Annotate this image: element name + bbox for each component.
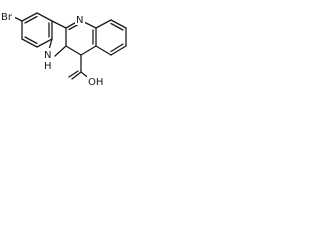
br-bond [13,16,23,22]
atom-label-ring-n: N [75,13,85,26]
carboxyl-group [68,54,91,80]
atom-label-br: Br [1,10,15,23]
indole-nitrogen-label: N [44,50,51,61]
benzene-ring-right [95,19,127,56]
molecule-diagram: Br N N H OH [1,10,127,88]
atom-label-nh: N H [42,48,54,72]
benzene-ring-left [21,12,53,48]
carboxyl-oh-label: OH [88,77,103,88]
atom-label-oh: OH [87,75,103,88]
indole-hydrogen-label: H [44,61,52,72]
ring-nitrogen-label: N [76,15,83,26]
bromine-label: Br [1,12,13,23]
